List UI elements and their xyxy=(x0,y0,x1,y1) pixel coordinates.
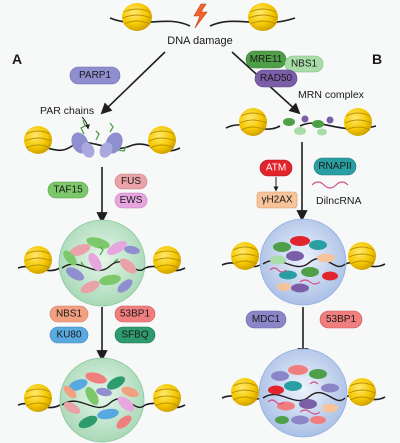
svg-text:RNAPII: RNAPII xyxy=(318,161,351,172)
arrow-left xyxy=(100,51,166,115)
svg-text:FUS: FUS xyxy=(121,176,141,187)
53bp1-left-pill: 53BP1 xyxy=(114,305,156,323)
svg-text:TAF15: TAF15 xyxy=(53,185,83,196)
svg-text:γH2AX: γH2AX xyxy=(261,195,292,206)
svg-text:53BP1: 53BP1 xyxy=(326,314,356,325)
nucleosome-icon xyxy=(24,126,52,154)
nucleosome-icon xyxy=(122,3,152,31)
par-chain-icon xyxy=(80,119,127,152)
rnapii-pill: RNAPII xyxy=(313,157,357,176)
right-chromatin-1 xyxy=(225,108,377,136)
dilncrna-label: DilncRNA xyxy=(316,195,362,207)
53bp1-right-pill: 53BP1 xyxy=(319,310,363,329)
atm-pill: ATM xyxy=(259,159,293,177)
taf15-pill: TAF15 xyxy=(47,181,89,199)
mre11-pill: MRE11 xyxy=(245,50,287,69)
nucleosome-icon xyxy=(239,108,267,136)
top-chromatin xyxy=(109,3,296,31)
nucleosome-icon xyxy=(153,384,181,412)
svg-text:EWS: EWS xyxy=(120,195,143,206)
nucleosome-icon xyxy=(344,108,372,136)
mdc1-pill: MDC1 xyxy=(245,310,287,329)
nucleosome-icon xyxy=(231,378,259,406)
svg-text:NBS1: NBS1 xyxy=(56,309,83,320)
mrn-complex-icon xyxy=(283,115,334,136)
right-condensate-2 xyxy=(221,348,386,438)
nbs1-right-pill: NBS1 xyxy=(284,55,324,73)
nucleosome-icon xyxy=(248,3,278,31)
ews-pill: EWS xyxy=(114,192,148,209)
dna-damage-label: DNA damage xyxy=(167,35,232,47)
svg-text:MDC1: MDC1 xyxy=(252,314,281,325)
dilncrna-icon xyxy=(311,181,349,189)
panel-label-b: B xyxy=(372,51,382,67)
svg-text:53BP1: 53BP1 xyxy=(120,309,150,320)
sfbq-pill: SFBQ xyxy=(114,326,156,344)
svg-text:KU80: KU80 xyxy=(56,330,81,341)
par-chains-label: PAR chains xyxy=(40,105,94,117)
left-chromatin-1 xyxy=(24,119,181,158)
nucleosome-icon xyxy=(24,246,52,274)
parp1-pill: PARP1 xyxy=(69,66,121,85)
h2ax-pill: γH2AX xyxy=(256,191,298,209)
panel-label-a: A xyxy=(12,51,22,67)
mrn-complex-label: MRN complex xyxy=(298,89,365,101)
ku80-pill: KU80 xyxy=(49,326,89,344)
left-condensate-2 xyxy=(17,357,186,443)
svg-text:PARP1: PARP1 xyxy=(79,70,111,81)
nbs1-left-pill: NBS1 xyxy=(49,305,89,323)
svg-text:ATM: ATM xyxy=(266,163,286,174)
parp1-icon xyxy=(71,132,95,158)
svg-text:NBS1: NBS1 xyxy=(291,59,318,70)
parp1-icon xyxy=(99,132,123,158)
nucleosome-icon xyxy=(231,242,259,270)
fus-pill: FUS xyxy=(114,173,148,190)
nucleosome-icon xyxy=(24,384,52,412)
right-condensate-1 xyxy=(221,218,386,306)
svg-text:RAD50: RAD50 xyxy=(260,73,293,84)
svg-text:MRE11: MRE11 xyxy=(250,54,283,65)
nucleosome-icon xyxy=(153,246,181,274)
lightning-icon xyxy=(193,3,208,29)
nucleosome-icon xyxy=(148,126,176,154)
nucleosome-icon xyxy=(348,378,376,406)
rad50-pill: RAD50 xyxy=(254,69,298,88)
par-chains-pointer xyxy=(81,116,90,130)
nucleosome-icon xyxy=(348,242,376,270)
svg-text:SFBQ: SFBQ xyxy=(121,330,148,341)
left-condensate-1 xyxy=(17,219,186,307)
